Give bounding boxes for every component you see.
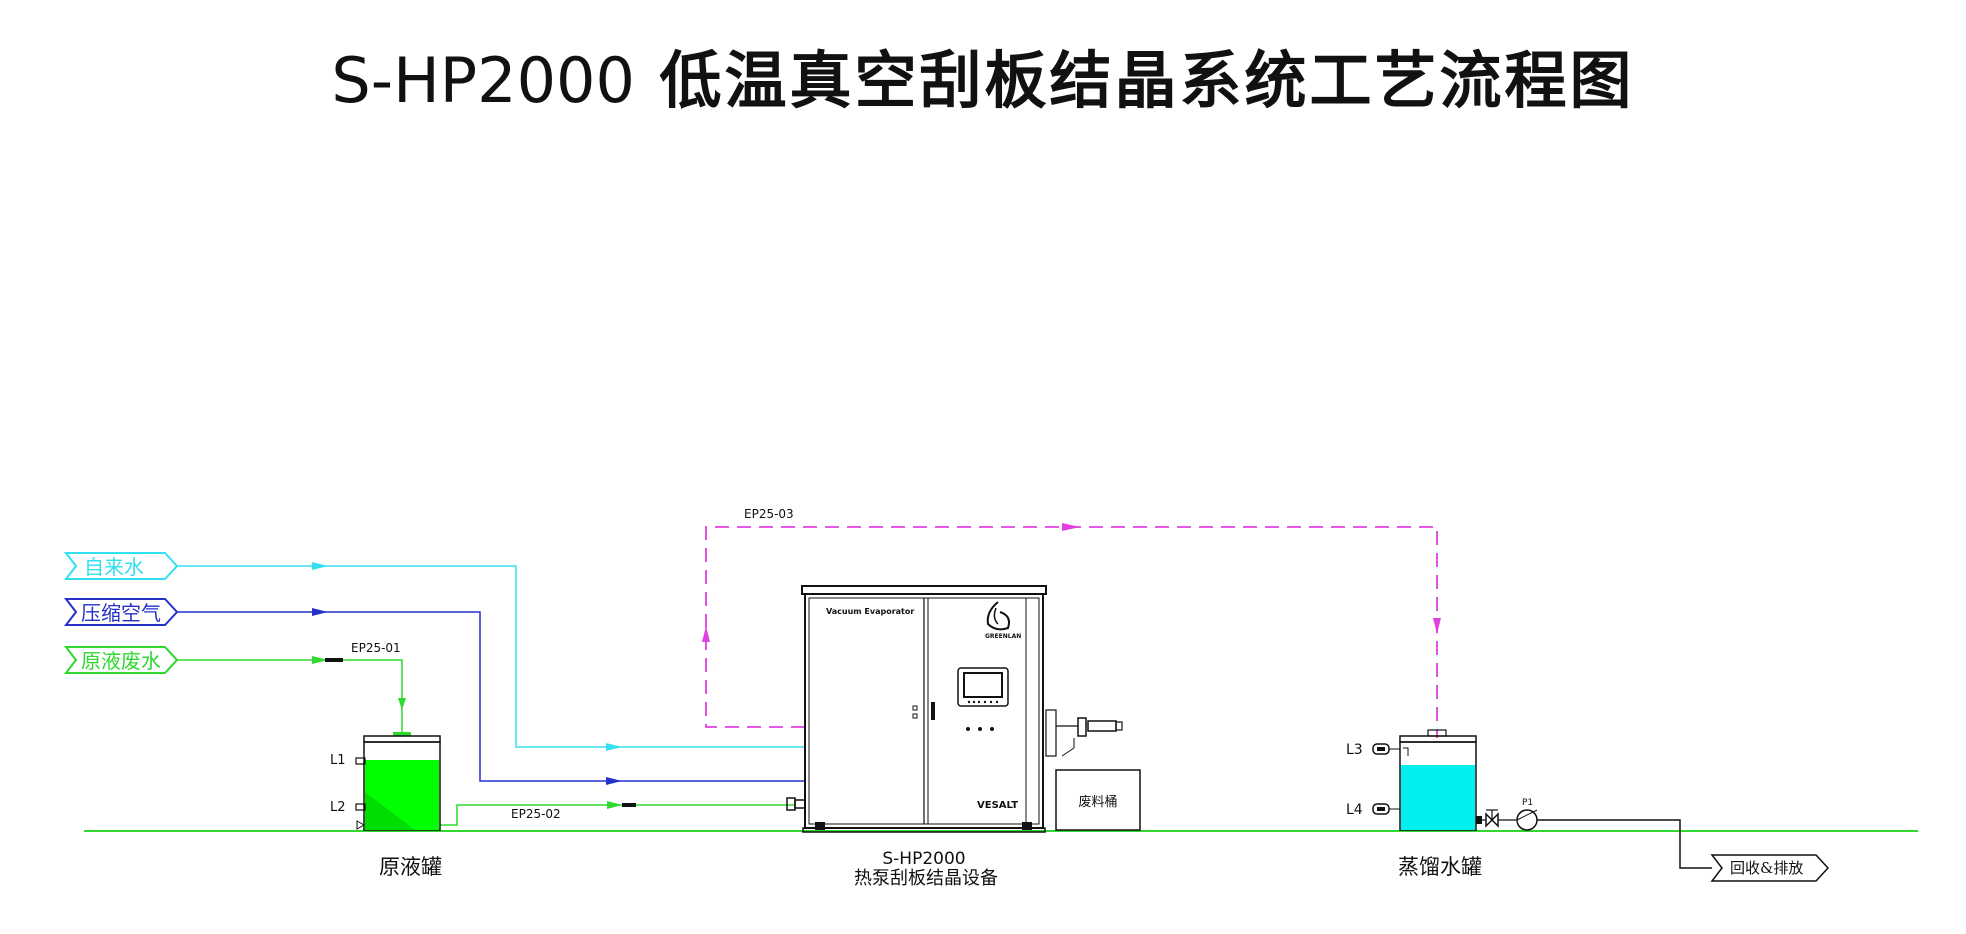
raw-tank-level-l1: L1 <box>330 753 346 768</box>
title-model: S-HP2000 <box>331 44 635 117</box>
flow-arrow-air-1 <box>312 608 328 616</box>
control-screen <box>957 667 1009 707</box>
input-tag-tap-water: 自来水 <box>63 552 179 580</box>
flow-arrow-feed <box>607 801 622 809</box>
equipment-name-label: 热泵刮板结晶设备 <box>854 868 998 889</box>
distilled-tank-level-l4: L4 <box>1346 802 1363 818</box>
level-switch-l3-icon <box>1372 743 1400 755</box>
flow-meter-raw <box>325 658 343 662</box>
equipment-panel-text: Vacuum Evaporator <box>826 607 914 616</box>
pump-p1-icon: P1 <box>1516 798 1538 831</box>
flow-arrow-raw-1 <box>312 656 328 664</box>
indicator-lights <box>966 727 994 731</box>
pipe-label-ep25-03: EP25-03 <box>744 507 794 521</box>
scraper-discharge <box>1045 709 1123 757</box>
flow-arrow-vapor-right <box>1062 523 1080 531</box>
distilled-tank-label: 蒸馏水罐 <box>1398 855 1482 879</box>
input-tag-raw-waste: 原液废水 <box>63 646 179 674</box>
pipe-label-ep25-02: EP25-02 <box>511 807 561 821</box>
flow-arrow-vapor-up <box>702 626 710 642</box>
distilled-tank-level-l3: L3 <box>1346 742 1363 758</box>
flow-arrow-air-2 <box>606 777 622 785</box>
output-tag: 回收&排放 <box>1710 854 1830 882</box>
pipe-tap-water <box>177 565 805 748</box>
feed-valve-icon <box>786 797 806 811</box>
equipment-badge: VESALT <box>977 800 1018 811</box>
output-label: 回收&排放 <box>1730 859 1803 877</box>
pipe-raw-waste <box>177 659 403 737</box>
pipe-vapor <box>705 526 1438 738</box>
raw-tank-level-l2: L2 <box>330 800 346 815</box>
flow-arrow-raw-2 <box>398 698 406 710</box>
waste-bin-label: 废料桶 <box>1078 794 1117 810</box>
greenlan-logo-icon <box>986 601 1010 631</box>
equipment-model-label: S-HP2000 <box>882 849 965 869</box>
flow-arrow-tap-water-1 <box>312 562 328 570</box>
input-label-compressed-air: 压缩空气 <box>81 601 161 625</box>
flow-arrow-vapor-down <box>1433 618 1441 634</box>
pipe-compressed-air <box>177 611 805 782</box>
distilled-tank: L3 L4 蒸馏水罐 <box>1346 729 1482 879</box>
title-text: 低温真空刮板结晶系统工艺流程图 <box>659 44 1635 117</box>
pipe-outlet <box>1537 819 1712 869</box>
equipment-brand: GREENLAN <box>985 633 1021 640</box>
pipe-label-ep25-01: EP25-01 <box>351 641 401 655</box>
input-tag-compressed-air: 压缩空气 <box>63 598 179 626</box>
flow-meter-feed <box>622 803 636 807</box>
pipe-feed-to-equipment <box>440 804 795 826</box>
input-label-tap-water: 自来水 <box>84 555 144 579</box>
pump-tag: P1 <box>1522 798 1533 808</box>
input-label-raw-waste: 原液废水 <box>81 649 161 673</box>
level-switch-l4-icon <box>1372 803 1400 815</box>
distilled-tank-liquid <box>1401 765 1475 830</box>
raw-tank: L1 L2 原液罐 <box>330 732 442 879</box>
flow-arrow-tap-water-2 <box>606 743 622 751</box>
evaporator-unit: Vacuum Evaporator GREENLAN VESALT <box>786 585 1123 889</box>
page-title: S-HP2000 低温真空刮板结晶系统工艺流程图 <box>0 30 1966 120</box>
raw-tank-label: 原液罐 <box>379 855 442 879</box>
waste-bin: 废料桶 <box>1055 769 1141 831</box>
outlet-valve-icon <box>1476 809 1516 828</box>
door-handle-icon <box>931 702 935 720</box>
